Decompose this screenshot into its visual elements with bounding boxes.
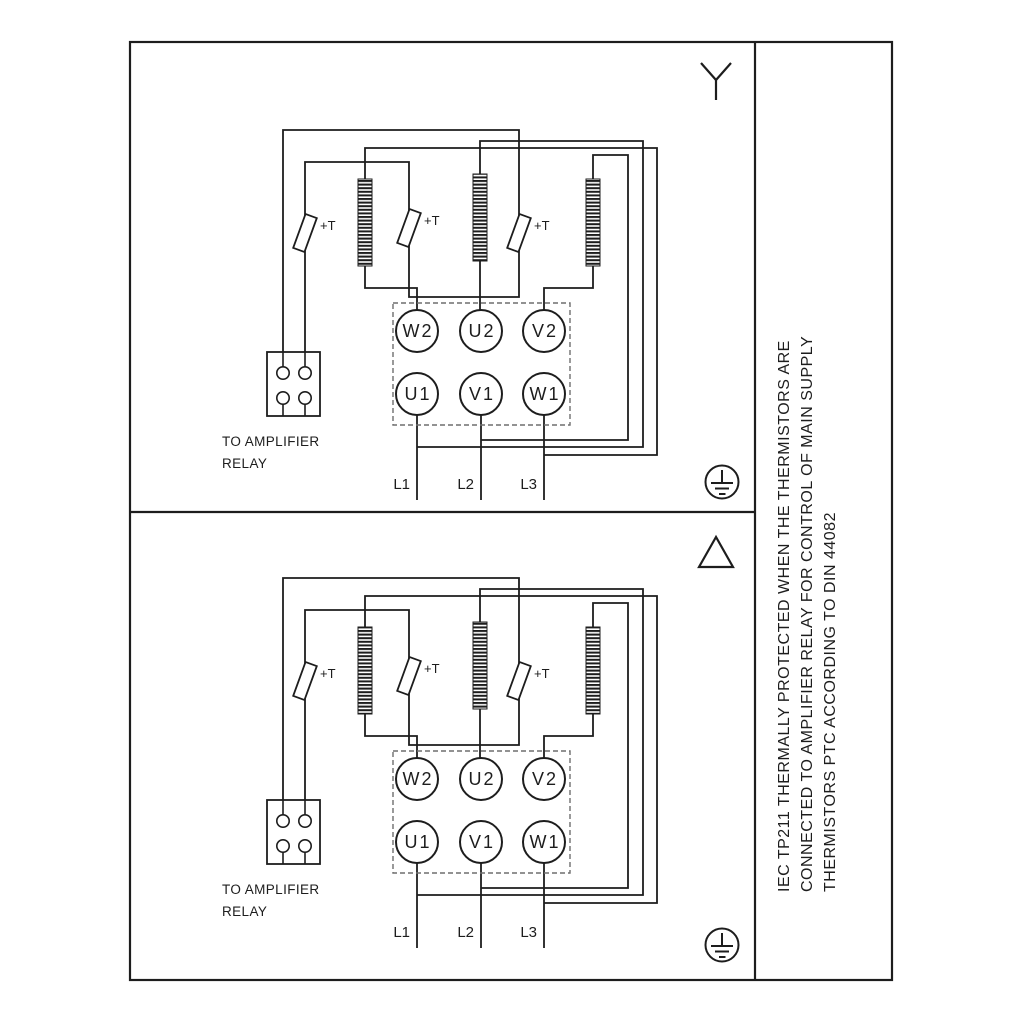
thermistor-3-label: +T [534, 666, 550, 681]
relay-pin [275, 813, 290, 828]
delta-connection-icon [697, 534, 735, 569]
thermistor-2-label: +T [424, 661, 440, 676]
supply-label-l2: L2 [457, 924, 474, 941]
winding3-terminal-wire [543, 714, 594, 760]
note-line-3: THERMISTORS PTC ACCORDING TO DIN 44082 [822, 512, 839, 892]
relay-pin [297, 365, 312, 380]
relay-pin [275, 838, 290, 853]
winding1-terminal-wire [364, 714, 418, 760]
terminal-v1-label: V1 [469, 384, 495, 404]
winding3-return-wire [481, 602, 629, 889]
thermistor-1-icon [292, 212, 318, 254]
relay-label-line2: RELAY [222, 904, 267, 919]
relay-pin [297, 838, 312, 853]
winding-bar-2 [472, 173, 488, 262]
relay-connector [266, 799, 321, 865]
terminal-u1 [395, 820, 439, 864]
winding-bar-1 [357, 178, 373, 267]
thermistor-3-icon [506, 212, 532, 254]
thermistor-1-label: +T [320, 666, 336, 681]
terminal-u2-label: U2 [468, 321, 495, 341]
terminal-u2 [459, 309, 503, 353]
thermistor-1-label: +T [320, 218, 336, 233]
relay-pin [297, 390, 312, 405]
terminal-v1-label: V1 [469, 832, 495, 852]
winding1-return-wire [364, 595, 658, 904]
winding3-return-wire [481, 154, 629, 441]
supply-label-l3: L3 [520, 476, 537, 493]
winding3-terminal-wire [543, 266, 594, 312]
terminal-w1 [522, 372, 566, 416]
note-line-2: CONNECTED TO AMPLIFIER RELAY FOR CONTROL… [799, 336, 816, 892]
supply-label-l1: L1 [393, 476, 410, 493]
terminal-block-outline [392, 750, 571, 874]
terminal-v2-label: V2 [532, 769, 558, 789]
terminal-u1-label: U1 [404, 384, 431, 404]
thermistor-3-label: +T [534, 218, 550, 233]
terminal-u2-label: U2 [468, 769, 495, 789]
terminal-w2 [395, 309, 439, 353]
terminal-u1-label: U1 [404, 832, 431, 852]
earth-ground-icon [704, 464, 740, 500]
thermistor-chain-wire [282, 129, 520, 352]
star-panel: +T +T +T W2 U2 V2 U1 V1 W1 L1 L2 L3 TO A… [222, 62, 740, 500]
winding1-terminal-wire [364, 266, 418, 312]
thermistor-2-icon [396, 207, 422, 249]
terminal-u1 [395, 372, 439, 416]
terminal-w2-label: W2 [403, 321, 434, 341]
relay-label-line1: TO AMPLIFIER [222, 434, 320, 449]
terminal-u2 [459, 757, 503, 801]
thermistor-2-label: +T [424, 213, 440, 228]
relay-pin [297, 813, 312, 828]
winding1-return-wire [364, 147, 658, 456]
winding2-return-wire [417, 588, 644, 896]
relay-label-line2: RELAY [222, 456, 267, 471]
relay-pin [275, 390, 290, 405]
terminal-block-outline [392, 302, 571, 426]
terminal-v2-label: V2 [532, 321, 558, 341]
thermistor-chain-wire [282, 577, 520, 800]
terminal-v1 [459, 372, 503, 416]
star-connection-icon [700, 62, 732, 100]
thermistor-2-icon [396, 655, 422, 697]
winding-bar-3 [585, 626, 601, 715]
earth-ground-icon [704, 927, 740, 963]
terminal-w2-label: W2 [403, 769, 434, 789]
terminal-v2 [522, 309, 566, 353]
supply-label-l2: L2 [457, 476, 474, 493]
thermistor-3-icon [506, 660, 532, 702]
supply-label-l1: L1 [393, 924, 410, 941]
relay-connector [266, 351, 321, 417]
terminal-w1-label: W1 [530, 384, 561, 404]
supply-label-l3: L3 [520, 924, 537, 941]
terminal-v1 [459, 820, 503, 864]
thermistor-1-icon [292, 660, 318, 702]
note-line-1: IEC TP211 THERMALLY PROTECTED WHEN THE T… [776, 340, 793, 892]
terminal-w1 [522, 820, 566, 864]
delta-panel: +T +T +T W2 U2 V2 U1 V1 W1 L1 L2 L3 TO A… [222, 534, 740, 963]
relay-label-line1: TO AMPLIFIER [222, 882, 320, 897]
winding2-return-wire [417, 140, 644, 448]
relay-pin [275, 365, 290, 380]
terminal-w1-label: W1 [530, 832, 561, 852]
terminal-w2 [395, 757, 439, 801]
winding-bar-2 [472, 621, 488, 710]
winding-bar-1 [357, 626, 373, 715]
terminal-v2 [522, 757, 566, 801]
note-strip: IEC TP211 THERMALLY PROTECTED WHEN THE T… [776, 336, 839, 892]
winding-bar-3 [585, 178, 601, 267]
